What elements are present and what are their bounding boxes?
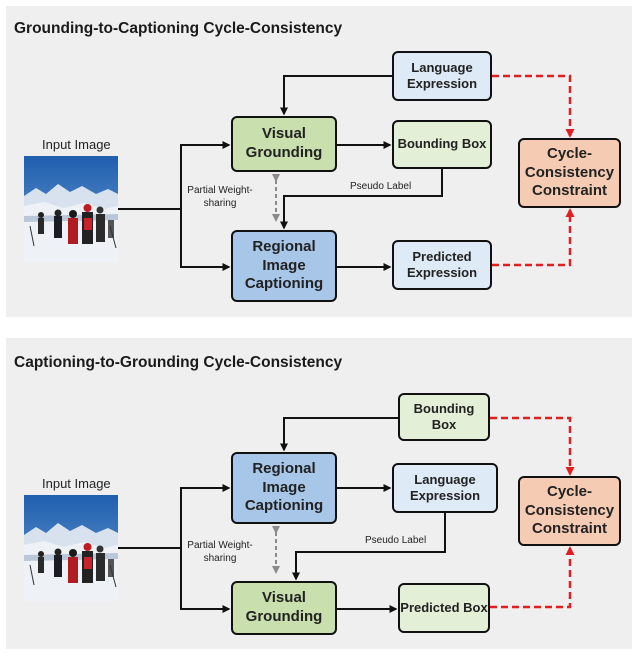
bottom-bounding-box-box: Bounding Box [398, 393, 490, 441]
bottom-input-image-label: Input Image [42, 476, 111, 491]
top-language-expression-box: Language Expression [392, 51, 492, 101]
bottom-input-image [24, 495, 118, 601]
top-weight-sharing-label: Partial Weight-sharing [187, 185, 253, 209]
ski-photo-icon [24, 495, 118, 601]
ski-photo-icon [24, 156, 118, 262]
bottom-language-expression-box: Language Expression [392, 463, 498, 513]
top-pseudo-label: Pseudo Label [350, 181, 412, 192]
bottom-panel-title: Captioning-to-Grounding Cycle-Consistenc… [14, 354, 343, 371]
top-bounding-box-box: Bounding Box [392, 120, 492, 169]
bottom-cycle-consistency-constraint: Cycle-Consistency Constraint [518, 476, 621, 546]
top-regional-image-captioning-box: Regional Image Captioning [231, 230, 337, 302]
bottom-visual-grounding-box: Visual Grounding [231, 581, 337, 635]
bottom-regional-image-captioning-box: Regional Image Captioning [231, 452, 337, 524]
top-predicted-expression-box: Predicted Expression [392, 240, 492, 290]
top-input-image-label: Input Image [42, 137, 111, 152]
bottom-pseudo-label: Pseudo Label [365, 535, 427, 546]
top-cycle-consistency-constraint: Cycle-Consistency Constraint [518, 138, 621, 208]
top-panel-title: Grounding-to-Captioning Cycle-Consistenc… [14, 20, 343, 37]
bottom-predicted-box-box: Predicted Box [398, 583, 490, 633]
bottom-weight-sharing-label: Partial Weight-sharing [187, 540, 253, 564]
top-input-image [24, 156, 118, 262]
top-visual-grounding-box: Visual Grounding [231, 116, 337, 172]
